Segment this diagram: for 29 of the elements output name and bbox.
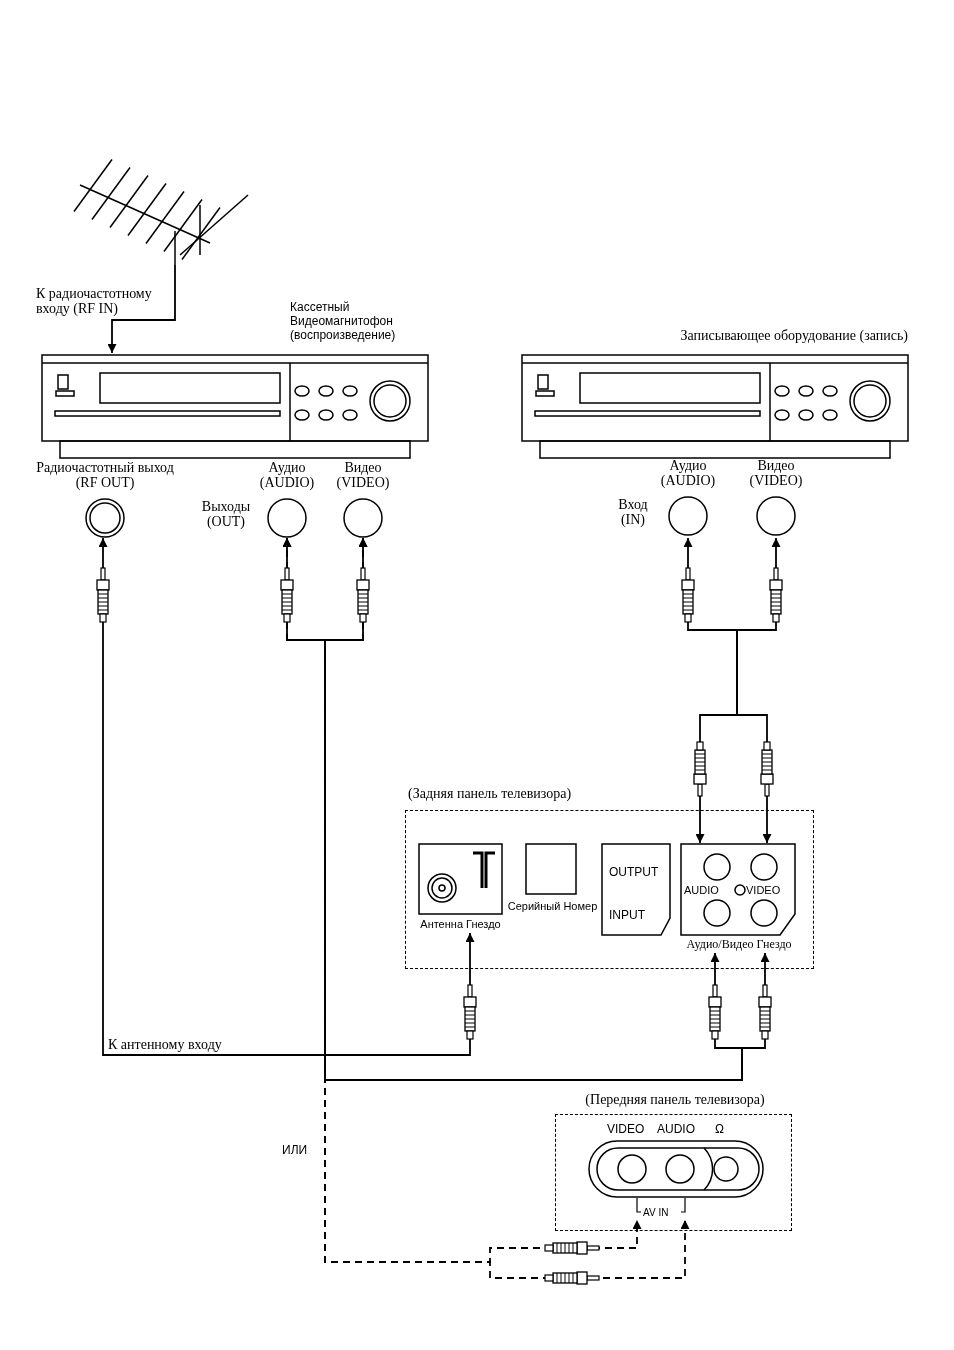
jack-group-label: Вход (IN): [617, 497, 649, 527]
cable-line: [683, 537, 738, 844]
dashed-cable-line: [324, 537, 690, 1279]
jack-label: Аудио (AUDIO): [258, 460, 316, 490]
jack-label: Ω: [715, 1122, 725, 1136]
jack-label: AUDIO: [657, 1122, 696, 1136]
dashed-cable-line: [282, 537, 642, 1263]
socket-label: Антенна Гнездо: [419, 918, 502, 931]
terminal-label: INPUT: [609, 908, 646, 922]
cable-line: [107, 264, 176, 354]
panel-title: (Задняя панель телевизора): [408, 786, 573, 801]
note-text: ИЛИ: [282, 1143, 309, 1157]
jack-label: Радиочастотный выход (RF OUT): [35, 460, 175, 490]
plate-label: Аудио/Видео Гнездо: [685, 938, 793, 951]
jack-label: VIDEO: [746, 884, 782, 897]
jack-label: Аудио (AUDIO): [659, 458, 717, 488]
jack-group-label: Выходы (OUT): [200, 499, 252, 529]
device-title: Записывающее оборудование (запись): [679, 328, 908, 343]
jack-label: VIDEO: [607, 1122, 646, 1136]
panel-title: (Передняя панель телевизора): [584, 1092, 766, 1107]
cable-line: [98, 537, 475, 1056]
jack-label: Видео (VIDEO): [748, 458, 804, 488]
jack-label: AV IN: [643, 1207, 670, 1219]
device-title: Кассетный Видеомагнитофон (воспроизведение): [290, 300, 397, 342]
jack-label: Видео (VIDEO): [335, 460, 391, 490]
plate-label: Серийный Номер: [506, 900, 599, 913]
jack-label: AUDIO: [684, 884, 720, 897]
terminal-label: OUTPUT: [609, 865, 660, 879]
cable-line: [736, 537, 781, 844]
